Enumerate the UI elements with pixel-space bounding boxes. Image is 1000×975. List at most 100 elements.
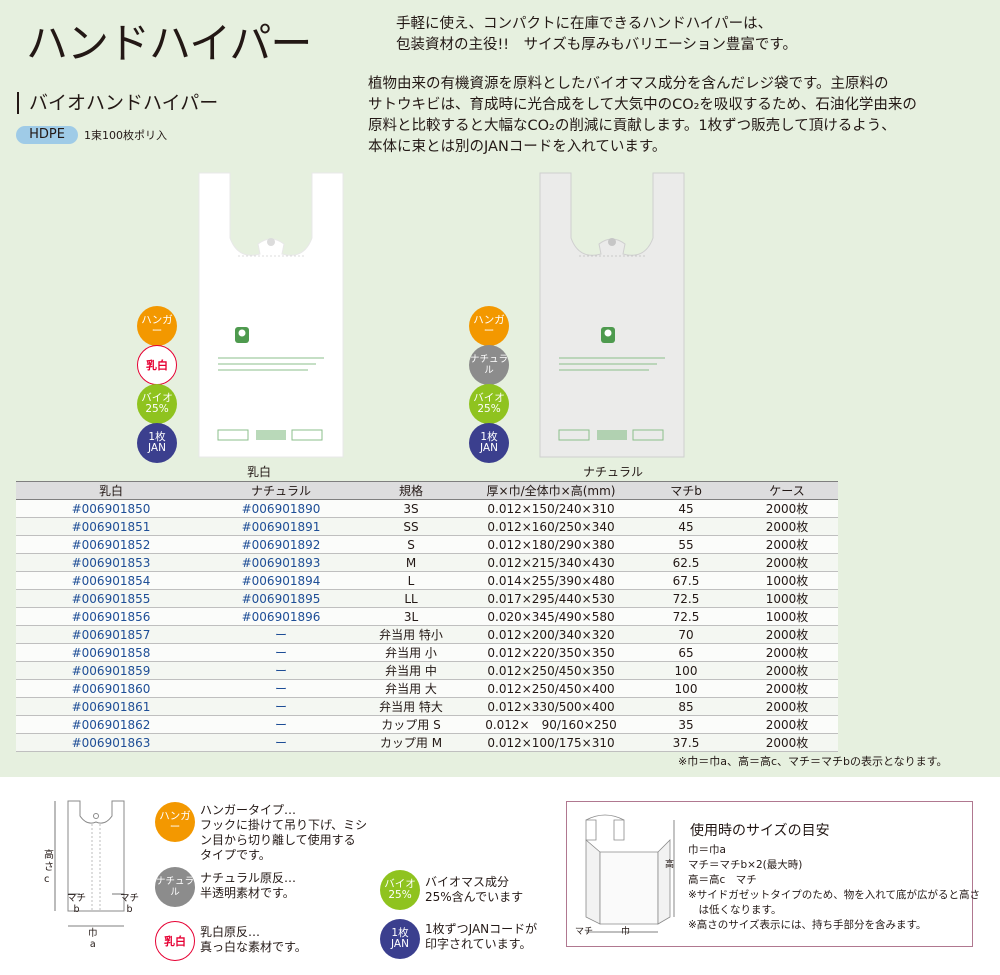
table-cell: 0.012× 90/160×250: [466, 715, 636, 734]
table-header-row: 乳白 ナチュラル 規格 厚×巾/全体巾×高(mm) マチb ケース: [16, 481, 838, 500]
table-cell: #006901861: [16, 697, 206, 716]
table-cell: 100: [636, 661, 736, 680]
usage-line: は低くなります。: [688, 904, 782, 916]
milky-badge-icon: 乳白: [155, 921, 195, 961]
table-cell: 2000枚: [736, 679, 838, 698]
table-cell: 100: [636, 679, 736, 698]
table-cell: 0.012×250/450×400: [466, 679, 636, 698]
usage-title: 使用時のサイズの目安: [690, 823, 830, 839]
bio-badge-percent: 25%: [477, 403, 501, 415]
table-cell: #006901854: [16, 571, 206, 590]
usage-bag-diagram: [585, 814, 675, 933]
desc-line: 植物由来の有機資源を原料としたバイオマス成分を含んだレジ袋です。主原料の: [368, 76, 889, 92]
natural-bag-image: [539, 172, 685, 458]
table-cell: #006901893: [206, 553, 356, 572]
table-cell: 0.012×250/450×350: [466, 661, 636, 680]
table-cell: #006901891: [206, 517, 356, 536]
table-cell: #006901853: [16, 553, 206, 572]
table-cell: 2000枚: [736, 517, 838, 536]
jan-badge-code: JAN: [391, 938, 409, 950]
table-cell: 弁当用 小: [356, 643, 466, 662]
legend-line: 真っ白な素材です。: [200, 940, 307, 954]
table-cell: 3L: [356, 607, 466, 626]
table-cell: 37.5: [636, 733, 736, 752]
bio-badge-label: バイオ: [384, 878, 416, 890]
table-cell: #006901858: [16, 643, 206, 662]
table-cell: ー: [206, 643, 356, 662]
desc-line: 本体に束とは別のJANコードを入れています。: [368, 139, 667, 155]
natural-description: ナチュラル原反… 半透明素材です。: [200, 871, 296, 901]
natural-badge-icon: ナチュラル: [469, 345, 509, 385]
table-cell: 2000枚: [736, 499, 838, 518]
table-cell: ー: [206, 697, 356, 716]
usage-line: 高＝高c マチ: [688, 874, 757, 886]
table-cell: 70: [636, 625, 736, 644]
table-cell: 0.017×295/440×530: [466, 589, 636, 608]
table-cell: 0.012×200/340×320: [466, 625, 636, 644]
usage-gusset-label: マチ: [575, 927, 594, 937]
col-header: 規格: [356, 481, 466, 500]
table-cell: #006901859: [16, 661, 206, 680]
legend-line: 半透明素材です。: [200, 886, 295, 900]
milky-badge-label: 乳白: [146, 358, 168, 372]
col-header: 乳白: [16, 481, 206, 500]
packing-info: 1束100枚ポリ入: [84, 129, 167, 142]
table-cell: 67.5: [636, 571, 736, 590]
usage-line: マチ＝マチb×2(最大時): [688, 859, 803, 871]
usage-width-label: 巾: [621, 927, 631, 937]
table-cell: 0.012×100/175×310: [466, 733, 636, 752]
table-cell: ー: [206, 625, 356, 644]
legend-line: 1枚ずつJANコードが: [425, 922, 538, 936]
table-cell: 85: [636, 697, 736, 716]
intro-line: 手軽に使え、コンパクトに在庫できるハンドハイパーは、: [396, 16, 773, 32]
table-cell: 65: [636, 643, 736, 662]
table-cell: 2000枚: [736, 643, 838, 662]
legend-line: 乳白原反…: [200, 925, 261, 939]
natural-bag-caption: ナチュラル: [583, 465, 644, 479]
table-cell: 2000枚: [736, 625, 838, 644]
milky-description: 乳白原反… 真っ白な素材です。: [200, 925, 307, 955]
width-label: 巾: [88, 928, 98, 939]
hanger-badge-label: ハンガー: [141, 314, 173, 337]
table-cell: #006901856: [16, 607, 206, 626]
col-header: ケース: [736, 481, 838, 500]
usage-line: ※高さのサイズ表示には、持ち手部分を含みます。: [688, 919, 927, 931]
gusset-var: b: [126, 904, 133, 915]
jan-description: 1枚ずつJANコードが 印字されています。: [425, 922, 537, 952]
product-description: 植物由来の有機資源を原料としたバイオマス成分を含んだレジ袋です。主原料の サトウ…: [368, 74, 917, 158]
spec-table: 乳白 ナチュラル 規格 厚×巾/全体巾×高(mm) マチb ケース #00690…: [16, 481, 838, 752]
jan-badge-code: JAN: [480, 442, 498, 454]
table-cell: #006901855: [16, 589, 206, 608]
table-cell: 弁当用 特小: [356, 625, 466, 644]
legend-line: バイオマス成分: [425, 875, 510, 889]
table-cell: #006901890: [206, 499, 356, 518]
bio-badge-label: バイオ: [141, 392, 173, 404]
table-cell: #006901863: [16, 733, 206, 752]
natural-badge-label: ナチュラル: [469, 354, 508, 376]
hanger-badge-icon: ハンガー: [155, 802, 195, 842]
intro-text: 手軽に使え、コンパクトに在庫できるハンドハイパーは、 包装資材の主役!! サイズ…: [396, 14, 797, 56]
usage-height-label: 高: [665, 860, 675, 870]
table-cell: ー: [206, 661, 356, 680]
table-cell: 55: [636, 535, 736, 554]
milky-bag-caption: 乳白: [247, 465, 272, 479]
milky-badge-icon: 乳白: [137, 345, 177, 385]
table-cell: 0.012×180/290×380: [466, 535, 636, 554]
table-cell: 弁当用 中: [356, 661, 466, 680]
bio-badge-percent: 25%: [388, 889, 412, 901]
gusset-var: b: [73, 904, 80, 915]
table-cell: ー: [206, 679, 356, 698]
table-cell: 0.020×345/490×580: [466, 607, 636, 626]
table-cell: 2000枚: [736, 715, 838, 734]
intro-line: 包装資材の主役!! サイズも厚みもバリエーション豊富です。: [396, 37, 797, 53]
table-cell: #006901852: [16, 535, 206, 554]
